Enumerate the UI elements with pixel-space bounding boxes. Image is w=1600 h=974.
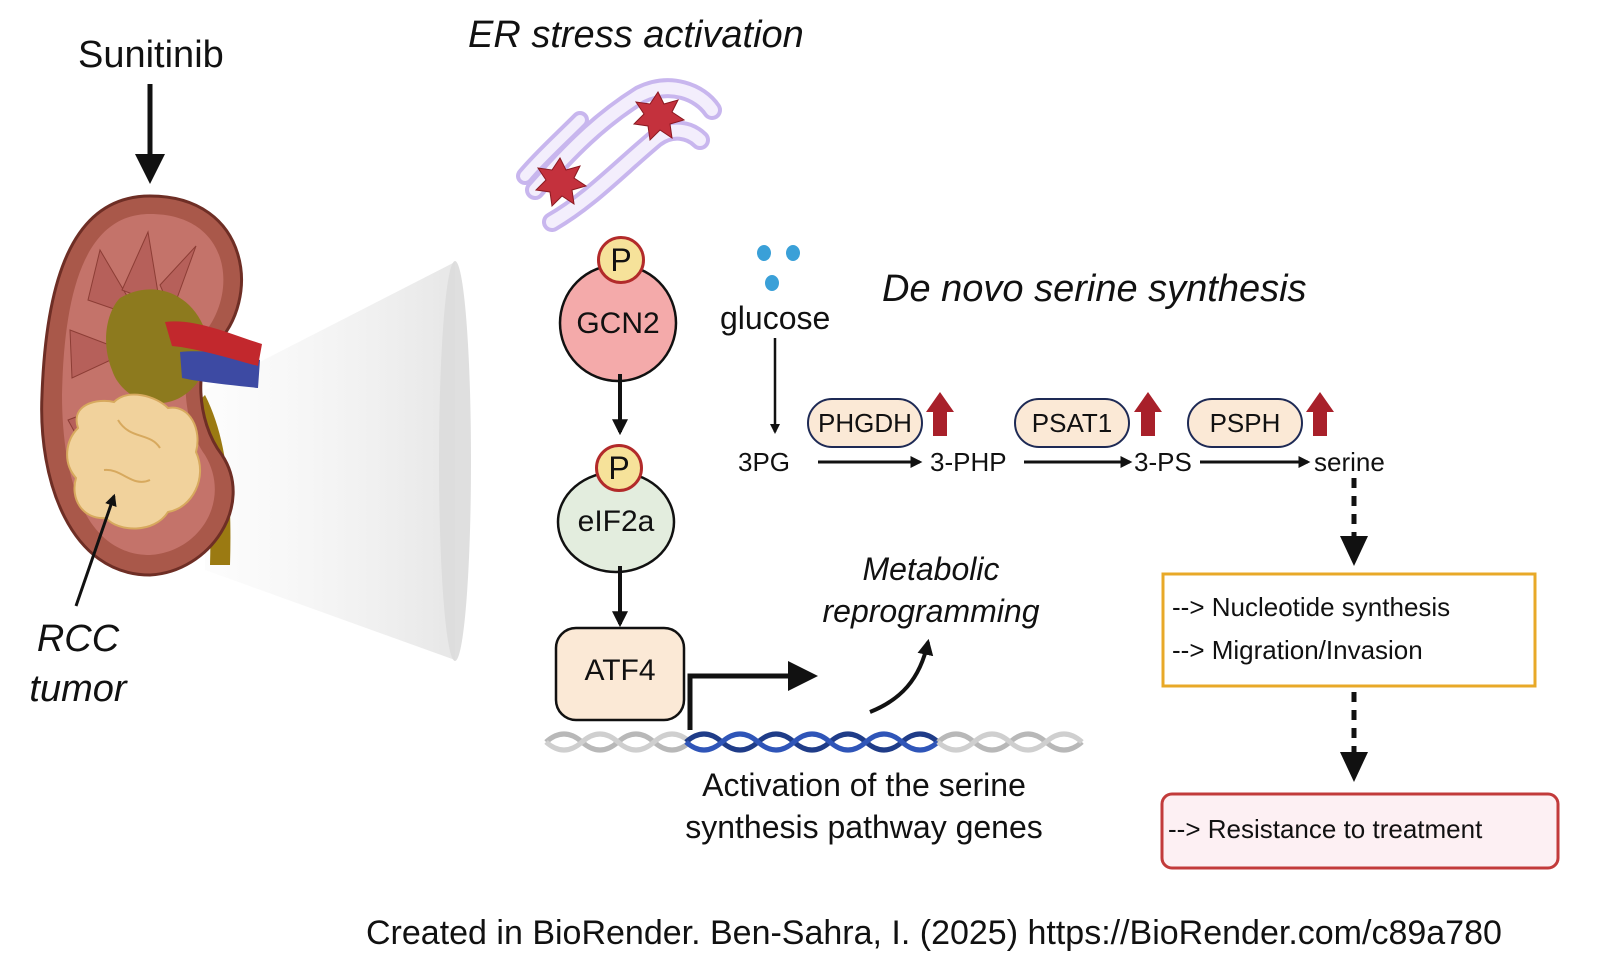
gene-activation-label: Activation of the serine synthesis pathw…	[668, 764, 1060, 848]
metabolic-reprogramming-label: Metabolic reprogramming	[808, 548, 1054, 632]
eif2a-label: eIF2a	[577, 505, 655, 538]
transcription-arrow	[687, 661, 818, 730]
rcc-tumor-label: RCC tumor	[26, 614, 130, 714]
er-stress-star	[534, 91, 686, 208]
sunitinib-label: Sunitinib	[78, 34, 224, 76]
biorender-credit: Created in BioRender. Ben-Sahra, I. (202…	[366, 914, 1502, 952]
outcome-nucleotide: --> Nucleotide synthesis	[1172, 592, 1451, 622]
magnifier-cone	[205, 262, 455, 660]
outcome-resistance: --> Resistance to treatment	[1168, 814, 1483, 844]
upregulation-arrows	[926, 392, 1334, 436]
enzyme-psat1: PSAT1	[1014, 398, 1130, 448]
gcn2-label: GCN2	[576, 307, 660, 340]
gene-activation-line1: Activation of the serine	[702, 767, 1026, 803]
tumor-pointer-arrow	[74, 493, 117, 607]
metabolic-line2: reprogramming	[822, 593, 1040, 629]
metabolite-serine: serine	[1314, 447, 1385, 477]
rcc-tumor-label-line1: RCC	[36, 618, 120, 660]
glucose-molecules	[757, 245, 800, 291]
gcn2-phospho-badge: P	[597, 236, 645, 284]
outcome-box	[1161, 572, 1537, 688]
magnifier-lens	[439, 261, 471, 661]
enzyme-psph: PSPH	[1187, 398, 1303, 448]
de-novo-title: De novo serine synthesis	[882, 268, 1307, 310]
resistance-box	[1160, 792, 1560, 870]
atf4-node	[554, 626, 686, 722]
kidney-illustration	[40, 194, 262, 577]
dna-strand	[544, 731, 1084, 753]
renal-artery	[165, 321, 262, 366]
reprogramming-arrow	[869, 638, 934, 714]
er-stress-title: ER stress activation	[468, 14, 804, 56]
rcc-tumor-label-line2: tumor	[29, 668, 127, 710]
glucose-label: glucose	[720, 300, 831, 336]
metabolic-line1: Metabolic	[862, 551, 1000, 587]
rcc-tumor	[66, 393, 201, 530]
metabolite-3ps: 3-PS	[1134, 447, 1192, 477]
gene-activation-line2: synthesis pathway genes	[685, 809, 1043, 845]
metabolite-3pg: 3PG	[738, 447, 791, 477]
outcome-migration: --> Migration/Invasion	[1172, 635, 1423, 665]
er-organelle	[516, 78, 722, 232]
eif2a-phospho-badge: P	[595, 444, 643, 492]
metabolite-3php: 3-PHP	[930, 447, 1007, 477]
atf4-label: ATF4	[584, 654, 656, 687]
enzyme-phgdh: PHGDH	[807, 398, 923, 448]
